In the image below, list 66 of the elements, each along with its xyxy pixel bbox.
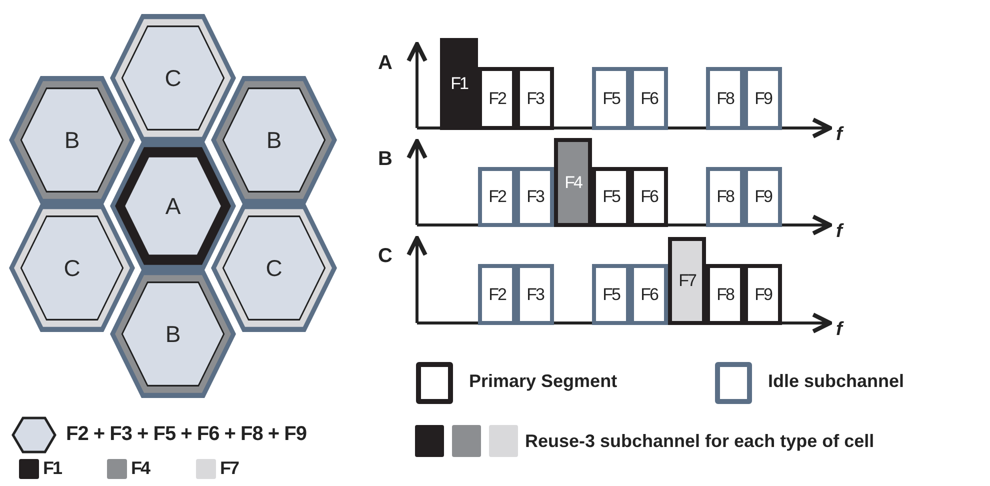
subchannel-label: F1 (450, 74, 468, 94)
idle-subchannel (706, 167, 744, 227)
hexagon-cell (110, 14, 236, 142)
legend-label: Primary Segment (469, 371, 618, 392)
primary-subchannel (516, 67, 554, 130)
reuse-subchannel (440, 38, 478, 130)
idle-subchannel (516, 167, 554, 227)
subchannel-label: F9 (754, 187, 772, 207)
idle-subchannel (744, 167, 782, 227)
hexagon-cell (110, 142, 236, 270)
subchannel-label: F6 (640, 187, 658, 207)
hexagon-cell (211, 204, 337, 332)
reuse-subchannel (554, 138, 592, 227)
cell-label: A (165, 192, 181, 220)
subchannel-label: F5 (602, 88, 620, 108)
subchannel-label: F7 (678, 271, 696, 291)
idle-subchannel (478, 264, 516, 325)
subchannel-label: F4 (564, 172, 582, 192)
primary-subchannel (630, 167, 668, 227)
reuse-subchannel (668, 237, 706, 325)
legend-label: F2 + F3 + F5 + F6 + F8 + F9 (66, 423, 307, 446)
cell-label: C (164, 64, 182, 92)
idle-subchannel (592, 264, 630, 325)
hexagon-cell (211, 76, 337, 204)
subchannel-label: F2 (488, 187, 506, 207)
subchannel-label: F8 (716, 88, 734, 108)
subchannel-label: F6 (640, 284, 658, 304)
hexagon-cell (9, 204, 135, 332)
subchannel-label: F2 (488, 88, 506, 108)
row-label: A (378, 52, 392, 75)
cell-label: C (266, 254, 282, 282)
row-label: B (378, 148, 392, 171)
subchannel-label: F3 (526, 88, 544, 108)
legend-label: F1 (43, 458, 62, 479)
idle-subchannel (478, 167, 516, 227)
row-label: C (378, 245, 392, 268)
idle-subchannel (516, 264, 554, 325)
idle-subchannel (630, 67, 668, 130)
legend-label: Reuse-3 subchannel for each type of cell (525, 431, 874, 452)
subchannel-label: F9 (754, 88, 772, 108)
cell-label: B (64, 126, 80, 154)
legend-label: F4 (131, 458, 150, 479)
idle-subchannel (744, 67, 782, 130)
legend-label: Idle subchannel (768, 371, 904, 392)
cell-label: C (64, 254, 80, 282)
hexagon-cell (110, 270, 236, 398)
primary-subchannel (744, 264, 782, 325)
axis-label: f (836, 124, 842, 146)
subchannel-label: F2 (488, 284, 506, 304)
idle-subchannel (592, 67, 630, 130)
subchannel-label: F8 (716, 284, 734, 304)
subchannel-label: F3 (526, 284, 544, 304)
idle-subchannel (630, 264, 668, 325)
legend-label: F7 (220, 458, 238, 479)
cell-label: B (165, 320, 181, 348)
hexagon-cell (9, 76, 135, 204)
subchannel-label: F6 (640, 88, 658, 108)
axis-label: f (836, 319, 842, 341)
idle-subchannel (706, 67, 744, 130)
subchannel-label: F5 (602, 187, 620, 207)
cell-label: B (266, 126, 282, 154)
axis-label: f (836, 221, 842, 243)
subchannel-label: F8 (716, 187, 734, 207)
subchannel-label: F3 (526, 187, 544, 207)
subchannel-label: F5 (602, 284, 620, 304)
subchannel-label: F9 (754, 284, 772, 304)
